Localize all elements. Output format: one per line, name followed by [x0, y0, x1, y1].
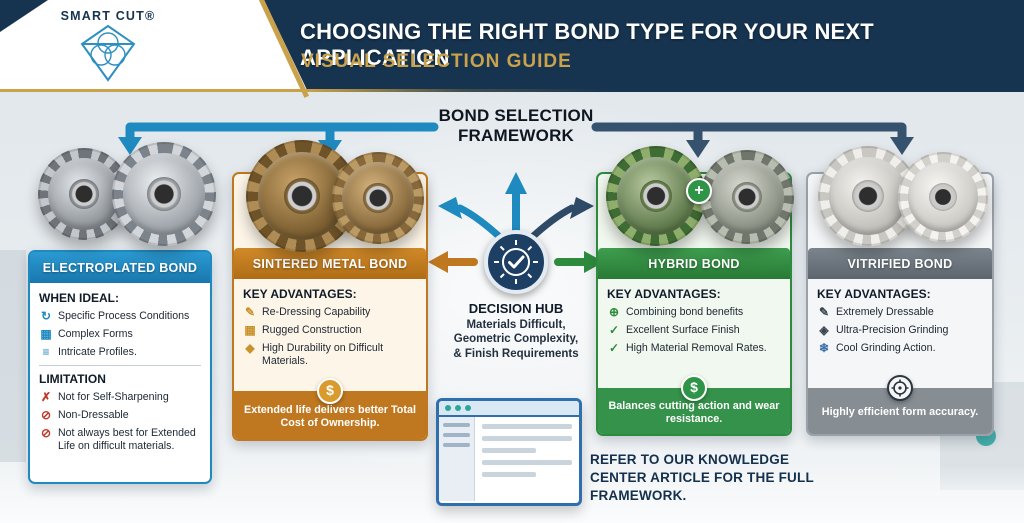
card-footer-text: Extended life delivers better Total Cost… [244, 403, 416, 429]
check-icon: ✓ [608, 340, 620, 355]
list-item: ✗ Not for Self-Sharpening [39, 391, 201, 405]
list-item-text: Combining bond benefits [626, 306, 744, 318]
no-symbol-icon: ⊘ [40, 408, 52, 423]
complex-forms-icon: ▦ [40, 326, 52, 341]
card-electroplated-bond: ELECTROPLATED BOND WHEN IDEAL: ↻ Specifi… [28, 250, 212, 484]
list-item-text: Rugged Construction [262, 323, 362, 336]
page-subtitle: VISUAL SELECTION GUIDE [301, 51, 572, 72]
list-item-text: Complex Forms [58, 327, 133, 340]
list-item-text: Not always best for Extended Life on dif… [58, 426, 196, 452]
no-symbol-icon: ⊘ [40, 425, 52, 440]
money-badge-icon: $ [681, 375, 707, 401]
gold-accent-line [0, 89, 1024, 92]
hub-criteria-line: Geometric Complexity, [453, 333, 579, 346]
vitrified-wheel-image [898, 152, 988, 242]
list-item: ❄ Cool Grinding Action. [817, 340, 983, 356]
list-item: ≡ Intricate Profiles. [39, 344, 201, 360]
list-item: ✓ Excellent Surface Finish [607, 322, 781, 338]
list-item: ↻ Specific Process Conditions [39, 309, 201, 324]
card-footer: $ Extended life delivers better Total Co… [234, 378, 426, 439]
check-icon: ✓ [608, 322, 620, 337]
browser-content [439, 417, 579, 501]
hub-criteria-line: & Finish Requirements [453, 347, 579, 360]
money-badge-icon: $ [317, 378, 343, 404]
header-logo-panel [0, 0, 308, 92]
list-item: ✓ High Material Removal Rates. [607, 340, 781, 356]
list-item: ✎ Extremely Dressable [817, 305, 983, 320]
list-item-text: High Material Removal Rates. [626, 341, 767, 354]
dressable-icon: ✎ [818, 305, 830, 319]
section-heading: KEY ADVANTAGES: [607, 287, 721, 301]
list-item-text: Not for Self-Sharpening [58, 391, 169, 404]
list-item: ⊘ Non-Dressable [39, 408, 201, 423]
hybrid-wheel-image [700, 150, 794, 244]
decision-hub-title: DECISION HUB [468, 301, 564, 316]
list-item: ▦ Complex Forms [39, 326, 201, 342]
list-item: ⊘ Not always best for Extended Life on d… [39, 425, 201, 453]
window-dot-icon [455, 405, 461, 411]
pencil-icon: ✎ [244, 305, 256, 319]
card-title: HYBRID BOND [598, 248, 790, 279]
list-item-text: Ultra-Precision Grinding [836, 323, 949, 336]
section-heading: KEY ADVANTAGES: [817, 287, 931, 301]
framework-title-line1: BOND SELECTION [438, 106, 594, 125]
precision-diamond-icon: ◈ [819, 322, 829, 337]
target-badge-icon [887, 375, 913, 401]
brand-name: SMART CUT® [60, 9, 156, 23]
list-item: ◈ Ultra-Precision Grinding [817, 322, 983, 338]
list-item-text: Excellent Surface Finish [626, 323, 740, 336]
card-footer-text: Balances cutting action and wear resista… [608, 399, 780, 425]
list-item-text: High Durability on Difficult Materials. [262, 341, 384, 367]
cta-text: REFER TO OUR KNOWLEDGE CENTER ARTICLE FO… [590, 452, 814, 504]
background-machinery [0, 250, 26, 462]
card-title: SINTERED METAL BOND [234, 248, 426, 279]
brand-logo-icon [80, 24, 136, 82]
hub-criteria-line: Materials Difficult, [466, 319, 566, 331]
process-conditions-icon: ↻ [40, 309, 52, 323]
list-item-text: Extremely Dressable [836, 306, 934, 318]
decision-hub-criteria: Materials Difficult, Geometric Complexit… [420, 318, 612, 361]
profiles-icon: ≡ [42, 344, 50, 359]
header: SMART CUT® CHOOSING THE RIGHT BOND TYPE … [0, 0, 1024, 98]
window-dot-icon [445, 405, 451, 411]
cross-icon: ✗ [40, 390, 52, 405]
electroplated-wheel-image [112, 142, 216, 246]
section-heading: LIMITATION [39, 372, 106, 387]
list-item: ✎ Re-Dressing Capability [243, 305, 417, 320]
combine-icon: ⊕ [608, 305, 620, 319]
list-item-text: Cool Grinding Action. [836, 341, 936, 354]
list-item: ⊕ Combining bond benefits [607, 305, 781, 320]
list-item-text: Non-Dressable [58, 409, 129, 422]
sintered-wheel-image [332, 152, 424, 244]
framework-title-line2: FRAMEWORK [457, 126, 575, 146]
page-title: CHOOSING THE RIGHT BOND TYPE FOR YOUR NE… [300, 19, 874, 70]
list-item-text: Re-Dressing Capability [262, 306, 371, 318]
list-item: ◆ High Durability on Difficult Materials… [243, 340, 417, 368]
plus-icon: + [686, 178, 712, 204]
framework-title: BOND SELECTION FRAMEWORK [400, 106, 632, 146]
decision-hub [484, 230, 548, 294]
list-item: ▦ Rugged Construction [243, 322, 417, 338]
browser-sidebar [439, 417, 475, 501]
knowledge-article-illustration [436, 398, 582, 506]
divider [39, 365, 201, 367]
durability-icon: ◆ [245, 340, 255, 355]
card-footer: Highly efficient form accuracy. [808, 375, 992, 434]
snowflake-icon: ❄ [818, 340, 830, 355]
decision-hub-icon [494, 240, 538, 284]
list-item-text: Intricate Profiles. [58, 345, 137, 358]
section-heading: WHEN IDEAL: [39, 291, 119, 305]
card-title: ELECTROPLATED BOND [30, 252, 210, 283]
rugged-icon: ▦ [244, 322, 256, 337]
browser-titlebar [439, 401, 579, 417]
section-heading: KEY ADVANTAGES: [243, 287, 357, 301]
list-item-text: Specific Process Conditions [58, 310, 190, 322]
card-title: VITRIFIED BOND [808, 248, 992, 279]
card-footer-text: Highly efficient form accuracy. [821, 406, 979, 419]
card-footer: $ Balances cutting action and wear resis… [598, 375, 790, 434]
window-dot-icon [465, 405, 471, 411]
browser-text-lines [475, 417, 579, 501]
